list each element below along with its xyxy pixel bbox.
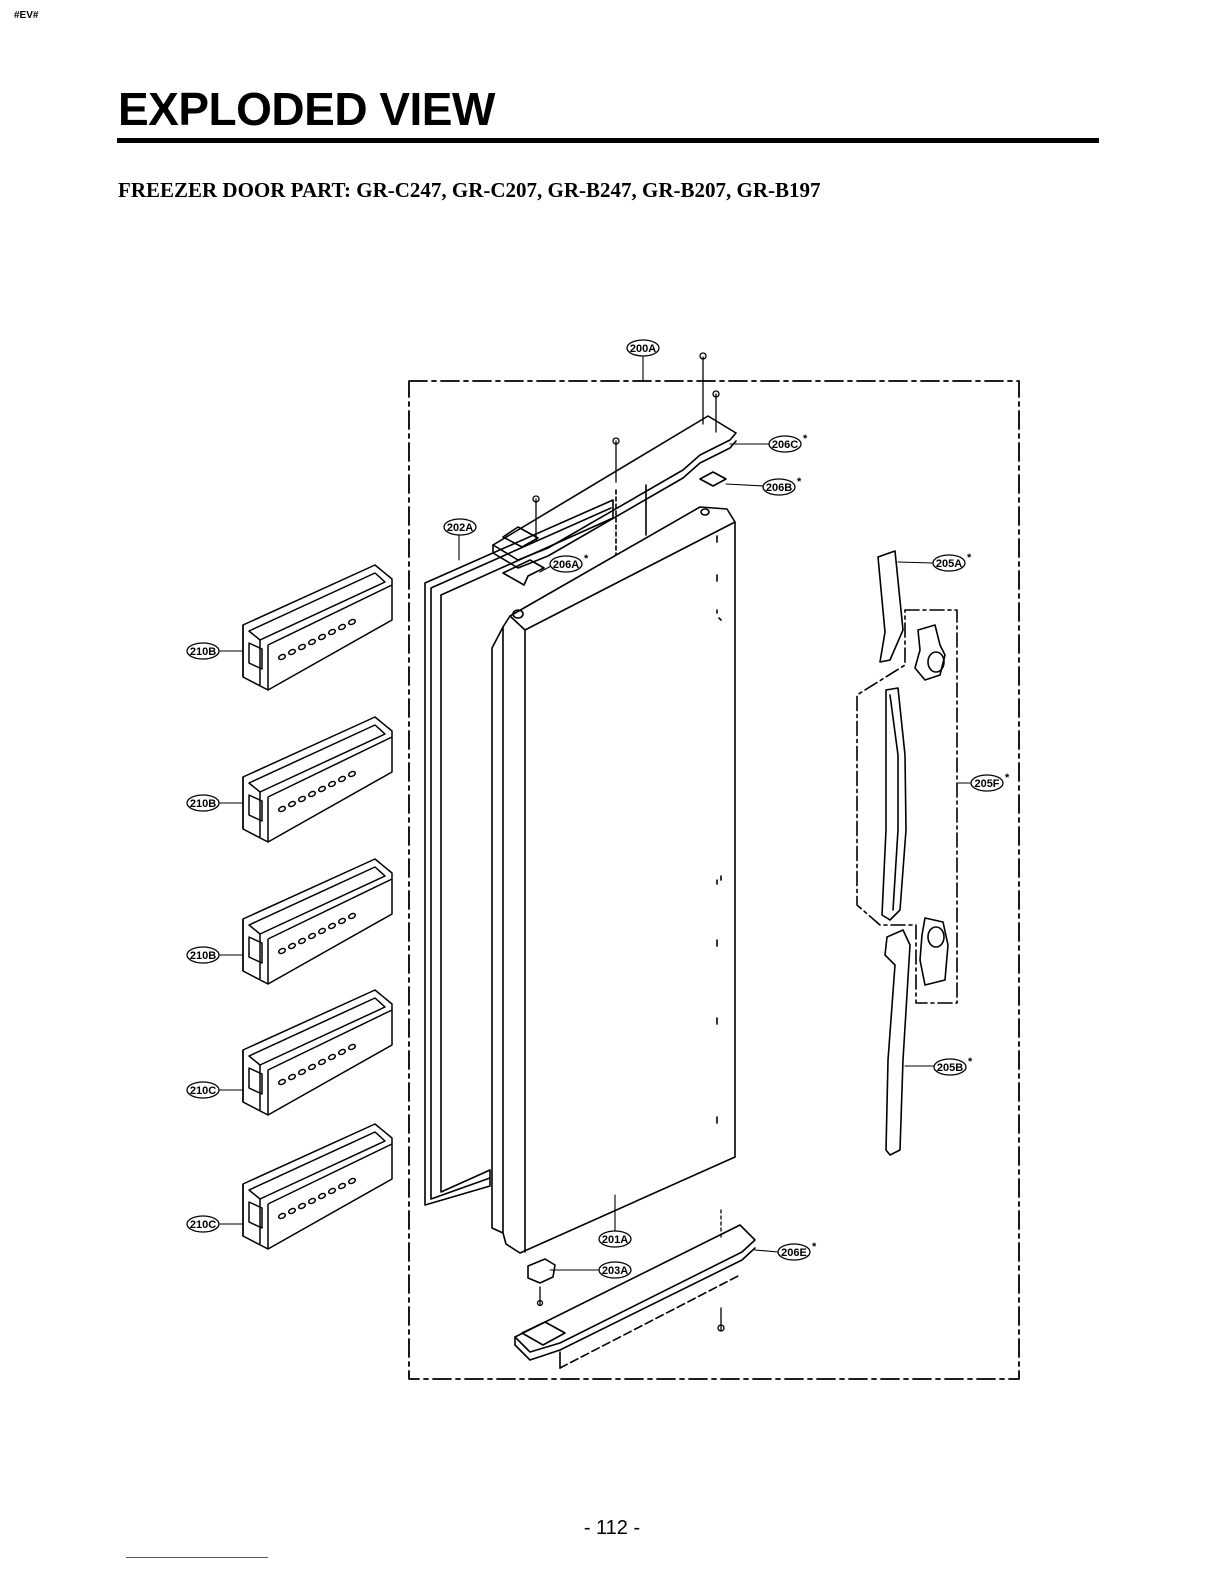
door-basket — [243, 990, 392, 1115]
door-basket — [243, 717, 392, 842]
callout-210b: 210B — [187, 643, 219, 659]
callout-201a: 201A — [599, 1231, 631, 1247]
callout-203a: 203A — [599, 1262, 631, 1278]
bottom-cap — [515, 1225, 755, 1368]
callout-label: 210C — [190, 1219, 216, 1231]
callout-200a: 200A — [627, 340, 659, 356]
callout-star: * — [812, 1241, 817, 1253]
handle-cover-bottom — [885, 930, 910, 1155]
hinge — [528, 1259, 555, 1283]
callout-star: * — [584, 553, 589, 565]
callout-210c: 210C — [187, 1216, 219, 1232]
callout-label: 206C — [772, 439, 798, 451]
callout-star: * — [797, 476, 802, 488]
callout-star: * — [968, 1056, 973, 1068]
callout-210b: 210B — [187, 947, 219, 963]
callout-label: 205B — [937, 1062, 963, 1074]
door-basket — [243, 859, 392, 984]
callout-205a: 205A * — [933, 552, 972, 571]
callout-label: 205F — [974, 778, 999, 790]
door-basket — [243, 1124, 392, 1249]
callout-label: 206A — [553, 559, 579, 571]
callout-label: 205A — [936, 558, 962, 570]
callout-210c: 210C — [187, 1082, 219, 1098]
callout-206b: 206B * — [763, 476, 802, 495]
callout-label: 200A — [630, 343, 656, 355]
callout-206e: 206E * — [778, 1241, 817, 1260]
callout-205b: 205B * — [934, 1056, 973, 1075]
callout-label: 202A — [447, 522, 473, 534]
callout-label: 201A — [602, 1234, 628, 1246]
callout-label: 210C — [190, 1085, 216, 1097]
handle-bar — [882, 688, 906, 920]
callout-label: 210B — [190, 798, 216, 810]
callout-star: * — [1005, 772, 1010, 784]
callout-label: 210B — [190, 646, 216, 658]
handle-bracket-top — [915, 625, 945, 680]
handle-cover-top — [878, 551, 903, 662]
door-basket — [243, 565, 392, 690]
callout-202a: 202A — [444, 519, 476, 535]
callout-label: 203A — [602, 1265, 628, 1277]
callout-star: * — [967, 552, 972, 564]
callout-label: 210B — [190, 950, 216, 962]
callout-205f: 205F * — [971, 772, 1010, 791]
handle-bracket-bottom — [920, 918, 948, 985]
door-body — [492, 507, 735, 1253]
callout-star: * — [803, 433, 808, 445]
footer-link-line — [126, 1557, 268, 1558]
callout-210b: 210B — [187, 795, 219, 811]
callout-206a: 206A * — [550, 553, 589, 572]
callout-206c: 206C * — [769, 433, 808, 452]
callout-label: 206B — [766, 482, 792, 494]
callout-label: 206E — [781, 1247, 807, 1259]
page-number: - 112 - — [0, 1517, 1224, 1540]
plate-206b — [700, 472, 726, 486]
